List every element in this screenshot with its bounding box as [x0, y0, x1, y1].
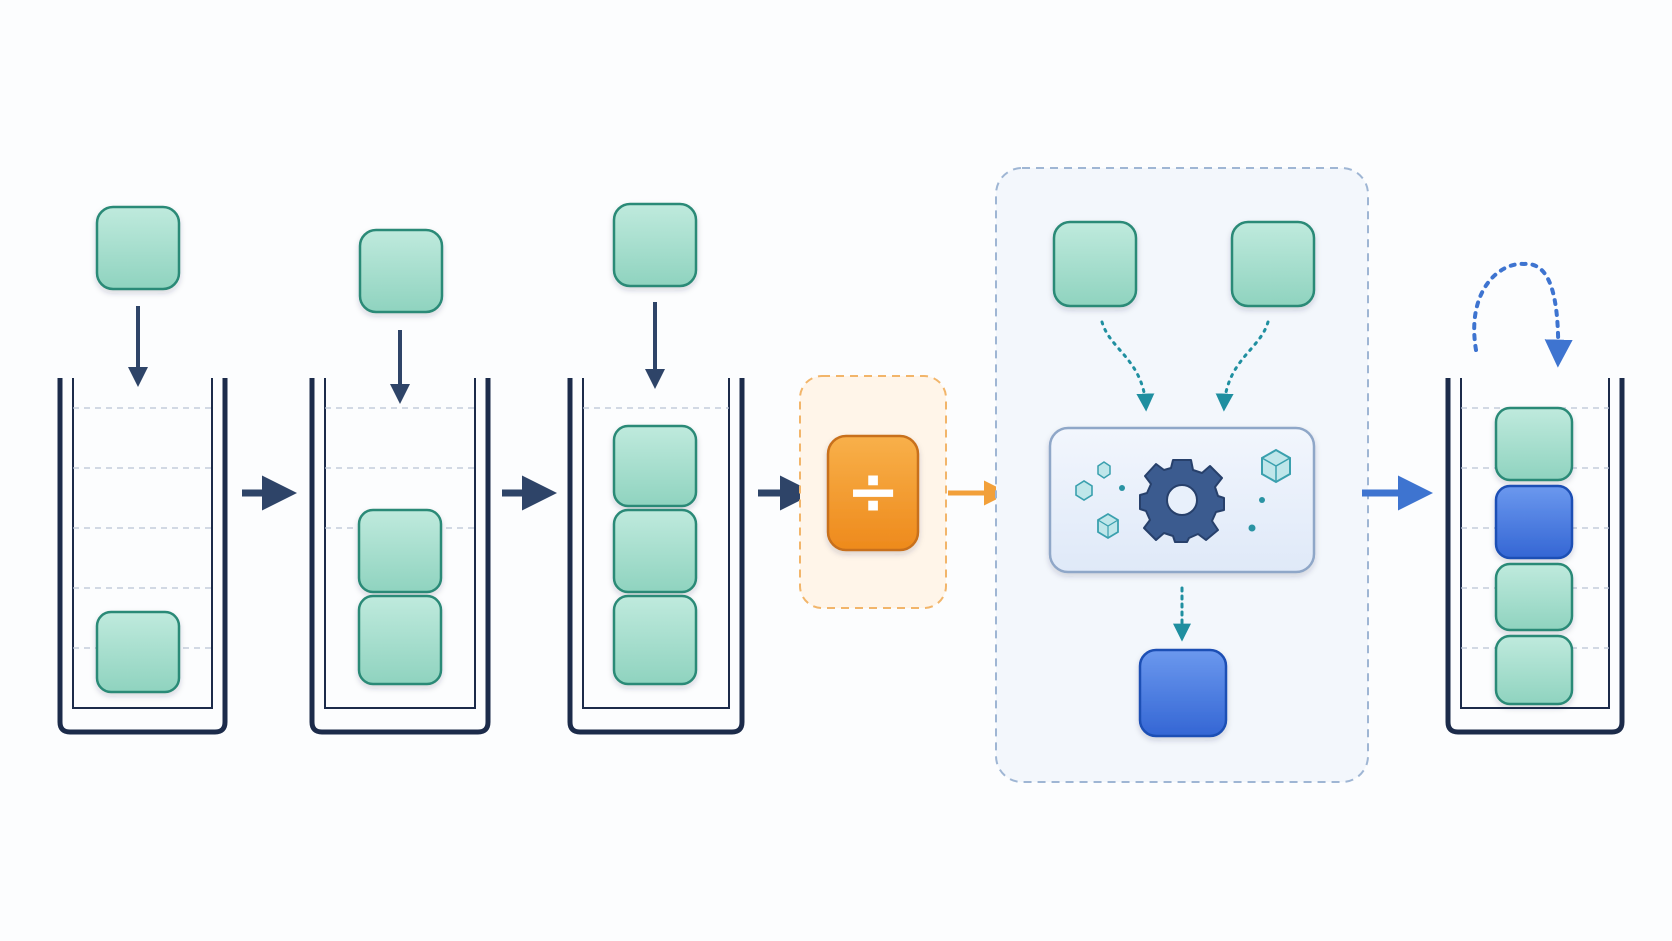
input-block-left [1052, 220, 1138, 308]
incoming-block [612, 202, 698, 288]
stack-3 [567, 202, 745, 735]
gear-icon [1139, 459, 1225, 543]
stack-block [1494, 634, 1574, 706]
incoming-block [358, 228, 444, 314]
stack-container [1445, 378, 1625, 735]
stack-block [612, 424, 698, 508]
combine-panel [995, 167, 1369, 783]
processing-engine [1048, 426, 1316, 574]
loop-arrow-icon [1472, 261, 1573, 368]
merge-arrow-left [1100, 320, 1155, 412]
input-block-right [1230, 220, 1316, 308]
stack-block [357, 508, 443, 594]
result-stack [1445, 261, 1625, 735]
cube-icon [1097, 512, 1119, 540]
incoming-block [95, 205, 181, 291]
stack-block-blue [1494, 484, 1574, 560]
stack-2 [309, 228, 491, 735]
particle-dot [1248, 524, 1256, 532]
stack-block [612, 508, 698, 594]
output-block [1138, 648, 1228, 738]
stack-block [612, 594, 698, 686]
particle-dot [1259, 497, 1265, 503]
cube-icon [1261, 448, 1291, 484]
cube-icon [1097, 461, 1111, 479]
cube-icon [1075, 480, 1093, 501]
operator-step: ÷ [799, 375, 947, 609]
stack-1 [57, 205, 228, 735]
divide-button [826, 434, 920, 552]
stack-container [57, 378, 228, 735]
stack-block [1494, 562, 1574, 632]
merge-arrow-right [1215, 320, 1270, 412]
particle-dot [1119, 485, 1125, 491]
stack-block [1494, 406, 1574, 482]
stack-block [95, 610, 181, 694]
divide-icon: ÷ [846, 455, 900, 529]
stack-container [309, 378, 491, 735]
stack-container [567, 378, 745, 735]
stack-block [357, 594, 443, 686]
